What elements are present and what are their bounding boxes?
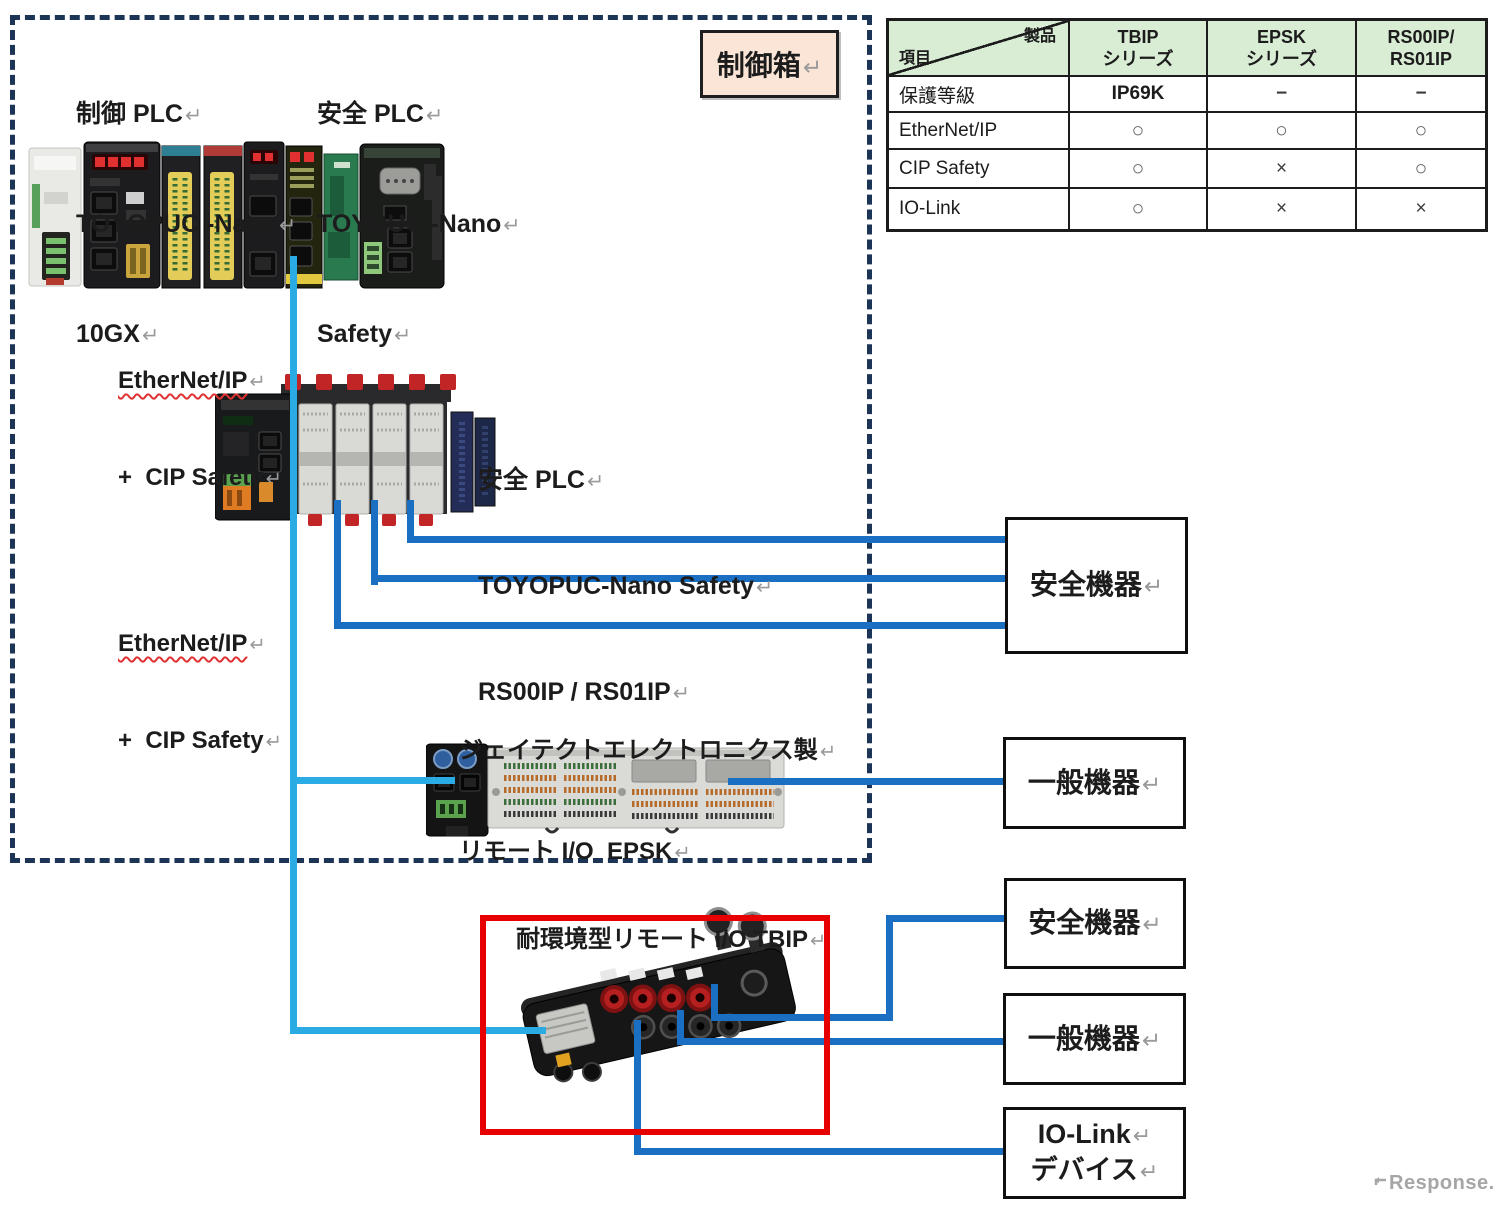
table-row-ethernet-tbip: ○ — [1070, 113, 1208, 150]
safety-plc-top-label-line3: Safety↵ — [317, 320, 412, 348]
safety-plc-top-label-line2: TOYOUC -Nano↵ — [317, 210, 521, 238]
epsk-label-line2: リモート I/O EPSK↵ — [459, 838, 691, 865]
product-comparison-table: 製品 項目 TBIP シリーズ EPSK シリーズ RS00IP/ RS01IP… — [886, 18, 1488, 232]
device-box-general-2: 一般機器↵ — [1003, 993, 1186, 1085]
safety-plc-top-label-line1: 安全 PLC↵ — [317, 100, 444, 128]
table-header-rs00ip-line2: RS01IP — [1389, 49, 1453, 69]
control-plc-label-line1: 制御 PLC↵ — [76, 100, 203, 128]
tbip-label-line1: 耐環境型リモート I/O TBIP↵ — [516, 926, 827, 953]
table-row-protection-epsk: − — [1208, 77, 1357, 113]
cyan-branch-to-tbip — [290, 1027, 546, 1034]
tbip-label: 耐環境型リモート I/O TBIP↵ — [516, 870, 827, 983]
device-box-general-1: 一般機器↵ — [1003, 737, 1186, 829]
table-header-epsk-line1: EPSK — [1256, 27, 1307, 47]
table-row-ethernet-label: EtherNet/IP — [889, 113, 1070, 150]
table-row-ethernet-rs00ip: ○ — [1357, 113, 1485, 150]
device-box-iolink: IO-Link↵ デバイス↵ — [1003, 1107, 1186, 1199]
table-corner-product: 製品 — [1023, 28, 1056, 45]
control-cabinet-label: 制御箱↵ — [700, 30, 839, 98]
blue-line-rack2-v1 — [334, 500, 341, 629]
table-corner-item: 項目 — [899, 50, 932, 67]
table-row-iolink-rs00ip: × — [1415, 198, 1427, 219]
control-plc-label-line3: 10GX↵ — [76, 320, 160, 348]
table-row-protection-label: 保護等級 — [889, 77, 1070, 113]
device-box-safety-2: 安全機器↵ — [1004, 878, 1186, 969]
cyan-branch-to-epsk — [293, 777, 455, 784]
control-cabinet-dashed-border — [10, 15, 872, 863]
ethernet-cip-label-2-line2: + CIP Safety↵ — [118, 727, 283, 754]
control-plc-label: 制御 PLC↵ TOYOPUC -Nano↵ 10GX↵ — [76, 24, 296, 390]
tbip-red-highlight-box — [480, 915, 830, 1135]
blue-line-tbip-safety-v1 — [711, 984, 718, 1021]
blue-line-tbip-safety-v2 — [886, 915, 893, 1021]
control-plc-rack-image — [28, 141, 445, 289]
device-box-safety-2-label: 安全機器↵ — [1028, 907, 1162, 938]
blue-line-rack2-v3 — [407, 500, 414, 543]
ethernet-cip-label-1-line1: EtherNet/IP↵ — [118, 367, 266, 394]
safety-plc-mid-label-line3: RS00IP / RS01IP↵ — [478, 678, 690, 706]
blue-line-rack2-h1 — [334, 622, 1005, 629]
device-box-general-2-label: 一般機器↵ — [1027, 1022, 1162, 1054]
safety-plc-mid-label-line1: 安全 PLC↵ — [478, 466, 605, 494]
table-header-tbip: TBIP シリーズ — [1070, 21, 1208, 77]
safety-plc-rack-image — [215, 374, 496, 526]
response-logo-arrow-icon — [1374, 1177, 1386, 1185]
blue-line-tbip-general-h — [677, 1038, 1005, 1045]
table-header-epsk: EPSK シリーズ — [1208, 21, 1357, 77]
blue-line-rack2-v2 — [371, 500, 378, 585]
table-row-protection-tbip: IP69K — [1070, 77, 1208, 113]
table-row-cipsafety-tbip: ○ — [1070, 150, 1208, 189]
table-corner-cell: 製品 項目 — [889, 21, 1070, 77]
epsk-remote-io-image — [426, 743, 785, 837]
table-header-epsk-line2: シリーズ — [1245, 49, 1318, 69]
table-row-protection-rs00ip: − — [1357, 77, 1485, 113]
table-row-iolink-tbip: ○ — [1070, 189, 1208, 229]
table-header-tbip-line2: シリーズ — [1102, 49, 1174, 69]
blue-line-rack2-h2 — [371, 575, 1005, 582]
table-header-tbip-line1: TBIP — [1117, 27, 1159, 47]
blue-line-tbip-iolink-v — [634, 1020, 641, 1155]
control-cabinet-label-text: 制御箱↵ — [716, 50, 823, 81]
device-box-general-1-label: 一般機器↵ — [1027, 766, 1162, 798]
table-row-iolink-epsk: × — [1208, 189, 1357, 229]
table-header-rs00ip: RS00IP/ RS01IP — [1357, 21, 1485, 77]
device-box-iolink-line2: デバイス↵ — [1030, 1155, 1159, 1185]
safety-plc-mid-label: 安全 PLC↵ TOYOPUC-Nano Safety↵ RS00IP / RS… — [478, 393, 773, 746]
blue-line-tbip-safety-h2 — [886, 915, 1005, 922]
ethernet-cip-label-2-line1: EtherNet/IP↵ — [118, 630, 266, 657]
device-box-safety-1-label: 安全機器↵ — [1029, 569, 1164, 600]
table-row-cipsafety-label: CIP Safety — [889, 150, 1070, 189]
device-box-iolink-line1: IO-Link↵ — [1037, 1119, 1152, 1149]
blue-line-tbip-safety-h1 — [711, 1014, 893, 1021]
blue-line-tbip-general-v — [677, 1010, 684, 1045]
control-plc-label-line2: TOYOPUC -Nano↵ — [76, 210, 297, 238]
blue-line-rack2-h3 — [407, 536, 1005, 543]
response-watermark-text: Response. — [1389, 1172, 1495, 1194]
epsk-label: ジェイテクトエレクトロニクス製↵ リモート I/O EPSK↵ — [459, 668, 836, 903]
table-row-cipsafety-epsk: × — [1208, 150, 1357, 189]
table-row-ethernet-epsk: ○ — [1208, 113, 1357, 150]
ethernet-cip-label-1: EtherNet/IP↵ + CIP Safety↵ — [118, 301, 282, 527]
tbip-remote-io-image — [521, 907, 796, 1083]
blue-line-epsk-to-general1 — [728, 778, 1005, 785]
safety-plc-top-label: 安全 PLC↵ TOYOUC -Nano↵ Safety↵ — [317, 24, 520, 390]
safety-plc-mid-label-line2: TOYOPUC-Nano Safety↵ — [478, 572, 774, 600]
response-watermark: Response. — [1372, 1172, 1495, 1195]
table-row-cipsafety-rs00ip: ○ — [1357, 150, 1485, 189]
table-row-iolink-label: IO-Link — [889, 189, 1070, 229]
ethernet-cip-label-2: EtherNet/IP↵ + CIP Safety↵ — [118, 564, 282, 790]
ethernet-cip-label-1-line2: + CIP Safety↵ — [118, 464, 283, 491]
cyan-trunk-line-vertical — [290, 256, 297, 1034]
epsk-label-line1: ジェイテクトエレクトロニクス製↵ — [459, 737, 837, 764]
blue-line-tbip-iolink-h — [634, 1148, 1005, 1155]
device-box-safety-1: 安全機器↵ — [1005, 517, 1188, 654]
table-header-rs00ip-line1: RS00IP/ — [1387, 27, 1455, 47]
